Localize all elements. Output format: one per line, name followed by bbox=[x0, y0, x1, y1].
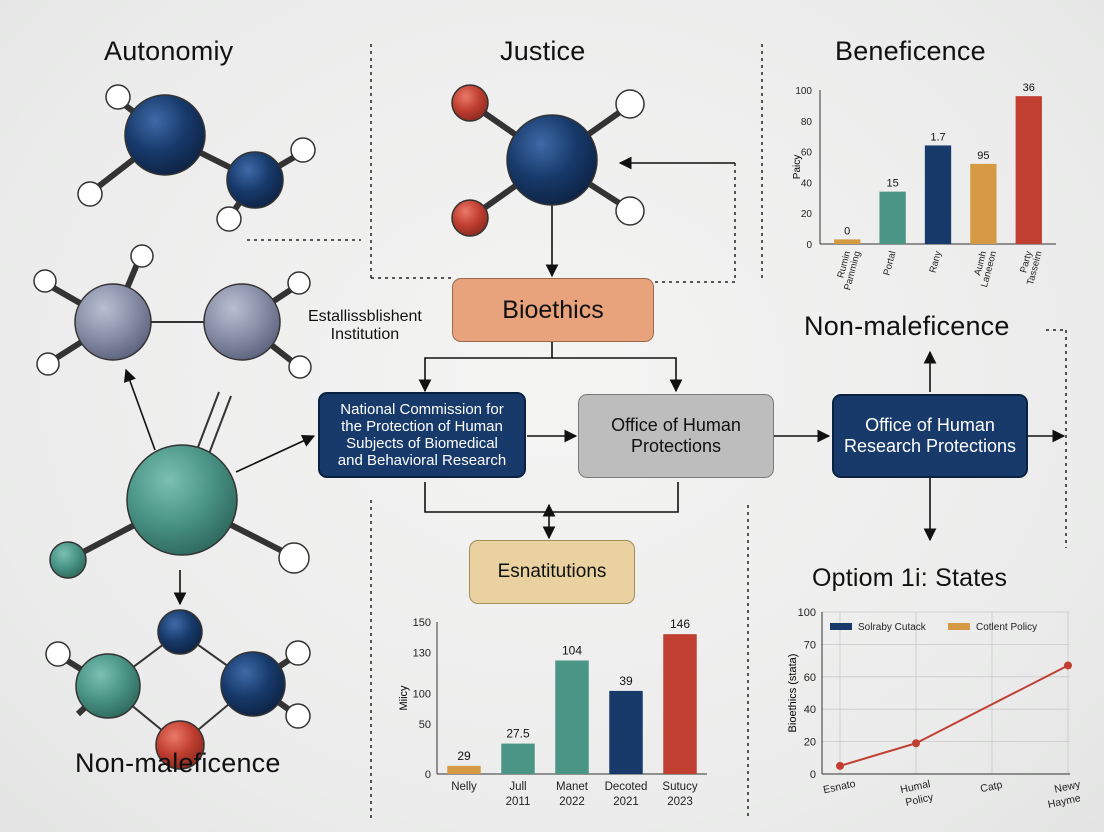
principle-autonomy: Autonomiy bbox=[104, 36, 234, 66]
y-tick-label: 60 bbox=[804, 672, 816, 684]
molecule-ring bbox=[45, 609, 311, 770]
establishment-text: Estallissblishent bbox=[308, 308, 422, 325]
bar-value-label: 36 bbox=[1023, 82, 1035, 94]
bar bbox=[609, 690, 643, 774]
x-tick-label: Decoted bbox=[605, 781, 648, 793]
office-research-protections-label: Office of Human Research Protections bbox=[843, 415, 1017, 456]
y-axis-label: Miicy bbox=[398, 685, 410, 711]
bar-value-label: 1.7 bbox=[930, 131, 945, 143]
bar-value-label: 29 bbox=[457, 749, 471, 763]
bar bbox=[1015, 96, 1042, 244]
dashed-link-justice bbox=[655, 163, 736, 283]
arrow-molecule-national bbox=[235, 435, 316, 473]
bar-value-label: 27.5 bbox=[506, 727, 530, 741]
bar bbox=[879, 191, 906, 244]
x-tick-label: Newy bbox=[1053, 778, 1080, 795]
x-tick-label: Rany bbox=[928, 250, 944, 275]
y-tick-label: 20 bbox=[804, 737, 816, 749]
bar bbox=[501, 743, 535, 774]
x-tick-label: 2021 bbox=[613, 796, 639, 808]
bar bbox=[555, 660, 589, 774]
principle-justice: Justice bbox=[500, 36, 586, 66]
principle-nonmaleficence-right: Non-maleficence bbox=[804, 311, 1010, 341]
national-commission-label: National Commission for the Protection o… bbox=[337, 400, 507, 470]
arrow-bioethics-national bbox=[418, 342, 553, 393]
x-tick-label: Esnato bbox=[822, 778, 857, 797]
y-tick-label: 40 bbox=[801, 178, 813, 189]
y-tick-label: 100 bbox=[798, 607, 816, 619]
establishment-label: Estallissblishent Institution bbox=[308, 308, 422, 345]
y-tick-label: 80 bbox=[801, 117, 813, 128]
arrow-bioethics-office bbox=[552, 357, 683, 393]
principle-beneficence: Beneficence bbox=[835, 36, 986, 66]
legend-label: Solraby Cutack bbox=[858, 622, 927, 633]
y-axis-label: Bioethics (stata) bbox=[787, 654, 799, 733]
x-tick-label: 2011 bbox=[506, 796, 531, 808]
x-tick-label: Portal bbox=[881, 250, 898, 277]
chart-beneficence: 020406080100Paicy0RuminPamming15Portal1.… bbox=[792, 82, 1056, 292]
x-tick-label: Manet bbox=[556, 781, 589, 793]
office-human-protections-label: Office of Human Protections bbox=[611, 415, 741, 456]
arrow-molecule-up bbox=[123, 368, 156, 451]
y-tick-label: 50 bbox=[419, 719, 431, 731]
y-tick-label: 70 bbox=[804, 639, 816, 651]
molecule-autonomy bbox=[77, 84, 316, 232]
legend-swatch bbox=[948, 623, 970, 630]
bar bbox=[834, 239, 861, 244]
data-point bbox=[836, 761, 844, 770]
bioethics-label: Bioethics bbox=[502, 295, 604, 324]
x-tick-label: Policy bbox=[904, 791, 935, 809]
data-point bbox=[1064, 661, 1072, 670]
x-tick-label: 2022 bbox=[559, 796, 585, 808]
bar-value-label: 39 bbox=[619, 674, 633, 688]
bar-value-label: 95 bbox=[977, 150, 989, 162]
bar-value-label: 146 bbox=[670, 617, 690, 631]
office-research-protections-box[interactable]: Office of Human Research Protections bbox=[832, 394, 1028, 478]
y-tick-label: 0 bbox=[806, 240, 812, 251]
bar bbox=[924, 145, 952, 244]
office-human-protections-box[interactable]: Office of Human Protections bbox=[578, 394, 774, 478]
institution-text: Institution bbox=[330, 326, 400, 344]
y-tick-label: 0 bbox=[425, 769, 431, 781]
bar bbox=[970, 163, 997, 244]
institutions-label: Esnatitutions bbox=[497, 561, 607, 583]
x-tick-label: Catp bbox=[979, 779, 1003, 795]
y-tick-label: 150 bbox=[413, 617, 431, 629]
principle-nonmaleficence-left: Non-maleficence bbox=[75, 748, 281, 778]
molecule-justice bbox=[451, 84, 645, 237]
y-tick-label: 40 bbox=[804, 704, 816, 716]
y-tick-label: 130 bbox=[413, 647, 431, 659]
legend-swatch bbox=[830, 623, 852, 630]
molecule-gray-pair bbox=[33, 244, 312, 379]
y-tick-label: 100 bbox=[795, 86, 812, 97]
y-tick-label: 0 bbox=[810, 769, 816, 781]
bar-value-label: 104 bbox=[562, 644, 582, 658]
x-tick-label: Sutucy bbox=[662, 781, 697, 793]
molecule-teal-center bbox=[49, 391, 310, 579]
y-tick-label: 20 bbox=[801, 209, 813, 220]
options-title: Optiom 1i: States bbox=[812, 564, 1008, 592]
y-tick-label: 60 bbox=[801, 148, 813, 159]
bar bbox=[447, 765, 481, 774]
x-tick-label: 2023 bbox=[667, 796, 693, 808]
bioethics-box[interactable]: Bioethics bbox=[452, 278, 654, 342]
data-point bbox=[912, 739, 920, 748]
y-axis-label: Paicy bbox=[792, 155, 803, 179]
series-line bbox=[839, 664, 1069, 767]
national-commission-box[interactable]: National Commission for the Protection o… bbox=[318, 392, 526, 478]
bar-value-label: 0 bbox=[844, 225, 850, 237]
institutions-box[interactable]: Esnatitutions bbox=[469, 540, 635, 604]
legend-label: Cotlent Policy bbox=[976, 622, 1037, 633]
y-tick-label: 100 bbox=[413, 688, 431, 700]
bar-value-label: 15 bbox=[886, 178, 898, 190]
x-tick-label: Jull bbox=[509, 781, 526, 793]
x-tick-label: Nelly bbox=[451, 781, 477, 793]
bar bbox=[663, 634, 697, 774]
